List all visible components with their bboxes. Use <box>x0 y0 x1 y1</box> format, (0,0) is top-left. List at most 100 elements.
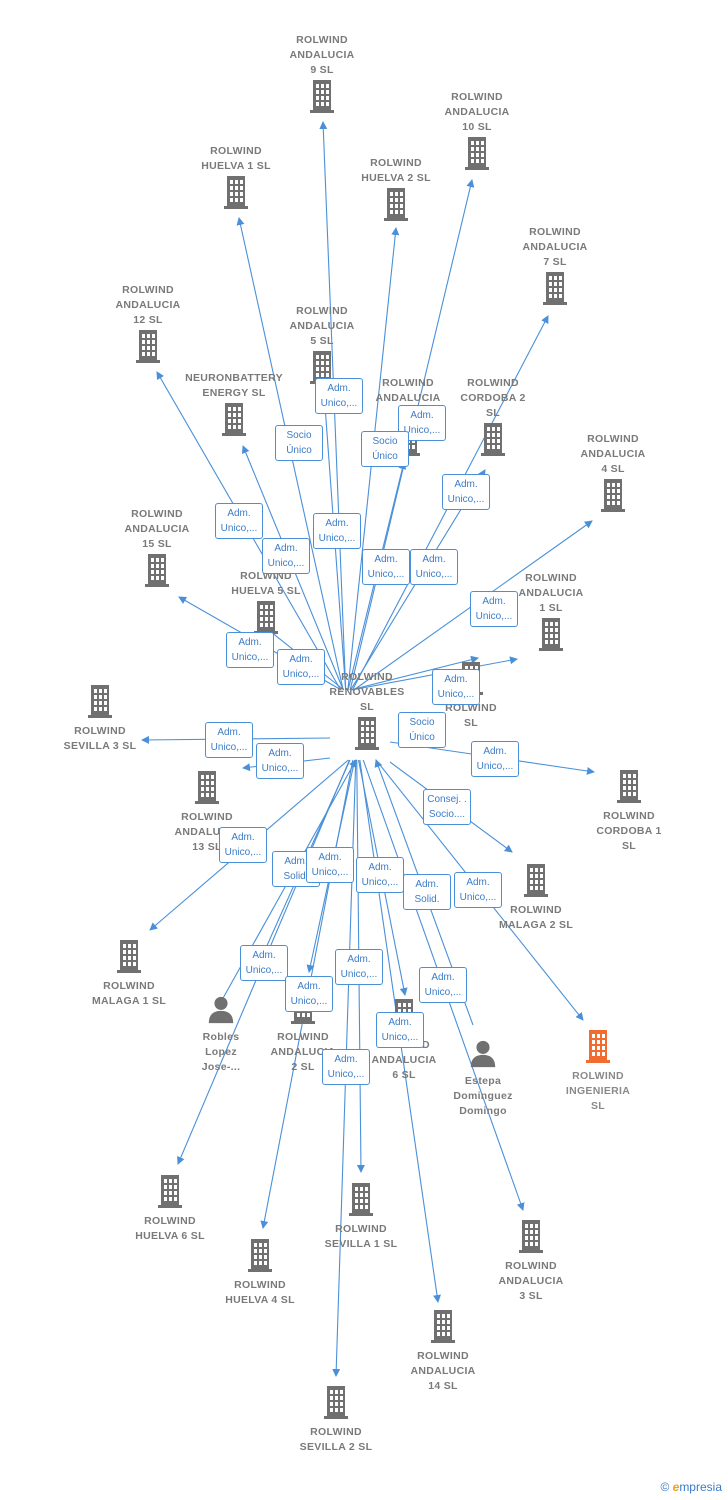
relation-text-line: Unico,... <box>381 1032 419 1043</box>
building-icon <box>306 78 338 114</box>
building-icon <box>351 715 383 751</box>
relation-label-adm-unico[interactable]: Adm.Unico,... <box>256 743 304 779</box>
relation-label-adm-unico[interactable]: Adm.Unico,... <box>315 378 363 414</box>
relation-label-adm-unico[interactable]: Adm.Unico,... <box>262 538 310 574</box>
node-label-line: SL <box>463 717 479 729</box>
building-icon <box>113 938 145 974</box>
building-icon <box>220 174 252 210</box>
relation-label-adm-unico[interactable]: Adm.Unico,... <box>205 722 253 758</box>
empresia-brand[interactable]: © empresia <box>660 1480 722 1494</box>
relation-text-line: Adm. <box>444 674 468 685</box>
building-icon <box>191 769 223 805</box>
building-icon <box>427 1308 459 1344</box>
relation-label-adm-unico[interactable]: Adm.Unico,... <box>376 1012 424 1048</box>
relation-label-adm-unico[interactable]: Adm.Unico,... <box>419 967 467 1003</box>
building-icon <box>250 599 282 635</box>
node-label-line: ROLWIND <box>467 377 519 389</box>
relation-text-line: Adm. <box>227 508 251 519</box>
relation-label-adm-unico[interactable]: Adm.Unico,... <box>454 872 502 908</box>
node-rolwind-sevilla-2[interactable]: ROLWIND SEVILLA 2 SL <box>281 1384 391 1455</box>
relation-label-adm-unico[interactable]: Adm.Unico,... <box>215 503 263 539</box>
node-label-line: Domingo <box>459 1105 507 1117</box>
relation-label-adm-unico[interactable]: Adm.Unico,... <box>313 513 361 549</box>
relation-label-adm-solid[interactable]: Adm.Solid. <box>403 874 451 910</box>
node-label-line: Dominguez <box>453 1090 513 1102</box>
relation-label-adm-unico[interactable]: Adm.Unico,... <box>470 591 518 627</box>
node-label-line: ANDALUCIA <box>115 299 181 311</box>
relation-label-adm-unico[interactable]: Adm.Unico,... <box>335 949 383 985</box>
building-icon <box>520 862 552 898</box>
node-label-line: 9 SL <box>310 64 334 76</box>
relation-text-line: Adm. <box>422 554 446 565</box>
copyright-symbol: © <box>660 1480 670 1494</box>
relation-label-adm-unico[interactable]: Adm.Unico,... <box>277 649 325 685</box>
node-label-line: SEVILLA 2 SL <box>299 1441 373 1453</box>
relation-label-adm-unico[interactable]: Adm.Unico,... <box>240 945 288 981</box>
building-icon <box>515 1218 547 1254</box>
relation-label-adm-unico[interactable]: Adm.Unico,... <box>285 976 333 1012</box>
relation-text-line: Unico,... <box>361 877 399 888</box>
relation-label-adm-unico[interactable]: Adm.Unico,... <box>322 1049 370 1085</box>
node-label-line: ROLWIND <box>310 1426 362 1438</box>
node-label-line: 4 SL <box>601 463 625 475</box>
relation-label-adm-unico[interactable]: Adm.Unico,... <box>442 474 490 510</box>
relationship-edge <box>350 655 479 691</box>
brand-name: mpresia <box>679 1480 722 1494</box>
relation-text-line: Unico,... <box>282 669 320 680</box>
node-label-line: ANDALUCIA <box>522 241 588 253</box>
relation-label-adm-unico[interactable]: Adm.Unico,... <box>432 669 480 705</box>
relation-text-line: Adm. <box>252 950 276 961</box>
relation-label-adm-unico[interactable]: Adm.Unico,... <box>362 549 410 585</box>
relation-label-adm-unico[interactable]: Adm.Unico,... <box>356 857 404 893</box>
node-label: ROLWIND SEVILLA 2 SL <box>281 1425 391 1455</box>
relation-label-adm-unico[interactable]: Adm.Unico,... <box>306 847 354 883</box>
relation-label-adm-unico[interactable]: Adm.Unico,... <box>398 405 446 441</box>
relation-label-adm-unico[interactable]: Adm.Unico,... <box>471 741 519 777</box>
node-label: ROLWINDANDALUCIA8 <box>353 376 463 421</box>
relation-label-adm-unico[interactable]: Adm.Unico,... <box>226 632 274 668</box>
node-label-line: ENERGY SL <box>202 387 266 399</box>
relation-text-line: Adm. <box>410 410 434 421</box>
relation-label-consejero-socio[interactable]: Consej. .Socio.... <box>423 789 471 825</box>
relation-label-adm-unico[interactable]: Adm.Unico,... <box>219 827 267 863</box>
relation-label-adm-unico[interactable]: Adm.Unico,... <box>410 549 458 585</box>
